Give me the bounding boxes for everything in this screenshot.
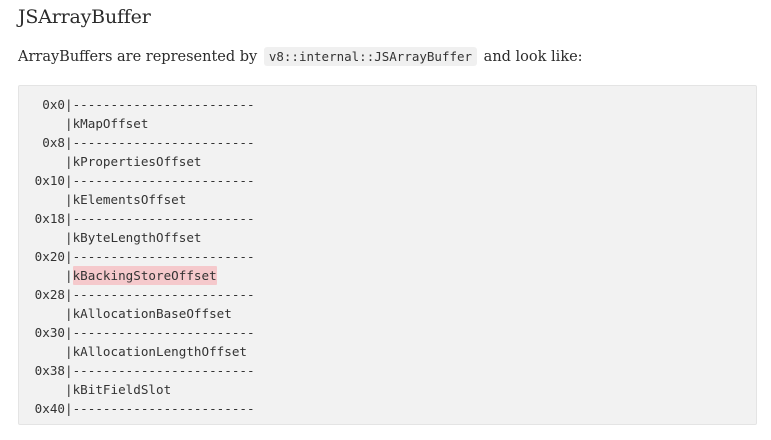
code-line: |kMapOffset [31,114,255,133]
separator: | [65,211,73,226]
code-line: 0x20|------------------------ [31,247,255,266]
field-content: kPropertiesOffset [72,154,202,169]
code-line: |kAllocationBaseOffset [31,304,255,323]
field-content: kAllocationBaseOffset [72,306,232,321]
code-line: 0x38|------------------------ [31,361,255,380]
field-content: kAllocationLengthOffset [72,344,247,359]
page-title: JSArrayBuffer [18,6,151,28]
offset-address [31,342,65,361]
code-line: |kAllocationLengthOffset [31,342,255,361]
offset-address: 0x0 [42,97,65,112]
field-content: ------------------------ [72,325,255,340]
code-line: 0x30|------------------------ [31,323,255,342]
offset-address [31,152,65,171]
intro-paragraph: ArrayBuffers are represented by v8::inte… [18,45,583,69]
field-content: ------------------------ [72,287,255,302]
offset-address [31,190,65,209]
separator: | [65,306,73,321]
code-line: 0x28|------------------------ [31,285,255,304]
separator: | [65,173,73,188]
offset-address: 0x10 [34,173,65,188]
field-content: kByteLengthOffset [72,230,202,245]
separator: | [65,268,73,283]
separator: | [65,97,73,112]
code-line: |kPropertiesOffset [31,152,255,171]
separator: | [65,154,73,169]
field-content: ------------------------ [72,249,255,264]
field-content: ------------------------ [72,135,255,150]
field-content: kElementsOffset [72,192,187,207]
separator: | [65,287,73,302]
field-content: kBitFieldSlot [72,382,172,397]
separator: | [65,325,73,340]
offset-address: 0x38 [34,363,65,378]
field-content: ------------------------ [72,173,255,188]
offset-address: 0x30 [34,325,65,340]
code-line: 0x18|------------------------ [31,209,255,228]
intro-text-before: ArrayBuffers are represented by [18,49,258,65]
code-line: |kByteLengthOffset [31,228,255,247]
field-content: ------------------------ [72,401,255,416]
offset-address: 0x8 [42,135,65,150]
code-line: |kBackingStoreOffset [31,266,255,285]
separator: | [65,363,73,378]
separator: | [65,344,73,359]
separator: | [65,192,73,207]
separator: | [65,230,73,245]
field-content: ------------------------ [72,363,255,378]
offset-address [31,228,65,247]
code-line: 0x0|------------------------ [31,95,255,114]
highlighted-field-name: kBackingStoreOffset [72,266,217,285]
offset-address: 0x40 [34,401,65,416]
offset-address: 0x28 [34,287,65,302]
code-line: 0x10|------------------------ [31,171,255,190]
intro-text-after: and look like: [483,49,583,65]
code-line: |kBitFieldSlot [31,380,255,399]
field-content: kMapOffset [72,116,149,131]
separator: | [65,249,73,264]
offset-address [31,304,65,323]
offset-address [31,114,65,133]
code-line: |kElementsOffset [31,190,255,209]
offset-address: 0x18 [34,211,65,226]
separator: | [65,135,73,150]
field-content: ------------------------ [72,97,255,112]
code-line: 0x40|------------------------ [31,399,255,418]
separator: | [65,116,73,131]
code-line: 0x8|------------------------ [31,133,255,152]
offset-address: 0x20 [34,249,65,264]
separator: | [65,382,73,397]
field-content: ------------------------ [72,211,255,226]
inline-code: v8::internal::JSArrayBuffer [263,47,478,66]
offset-address [31,380,65,399]
offset-address [31,266,65,285]
separator: | [65,401,73,416]
